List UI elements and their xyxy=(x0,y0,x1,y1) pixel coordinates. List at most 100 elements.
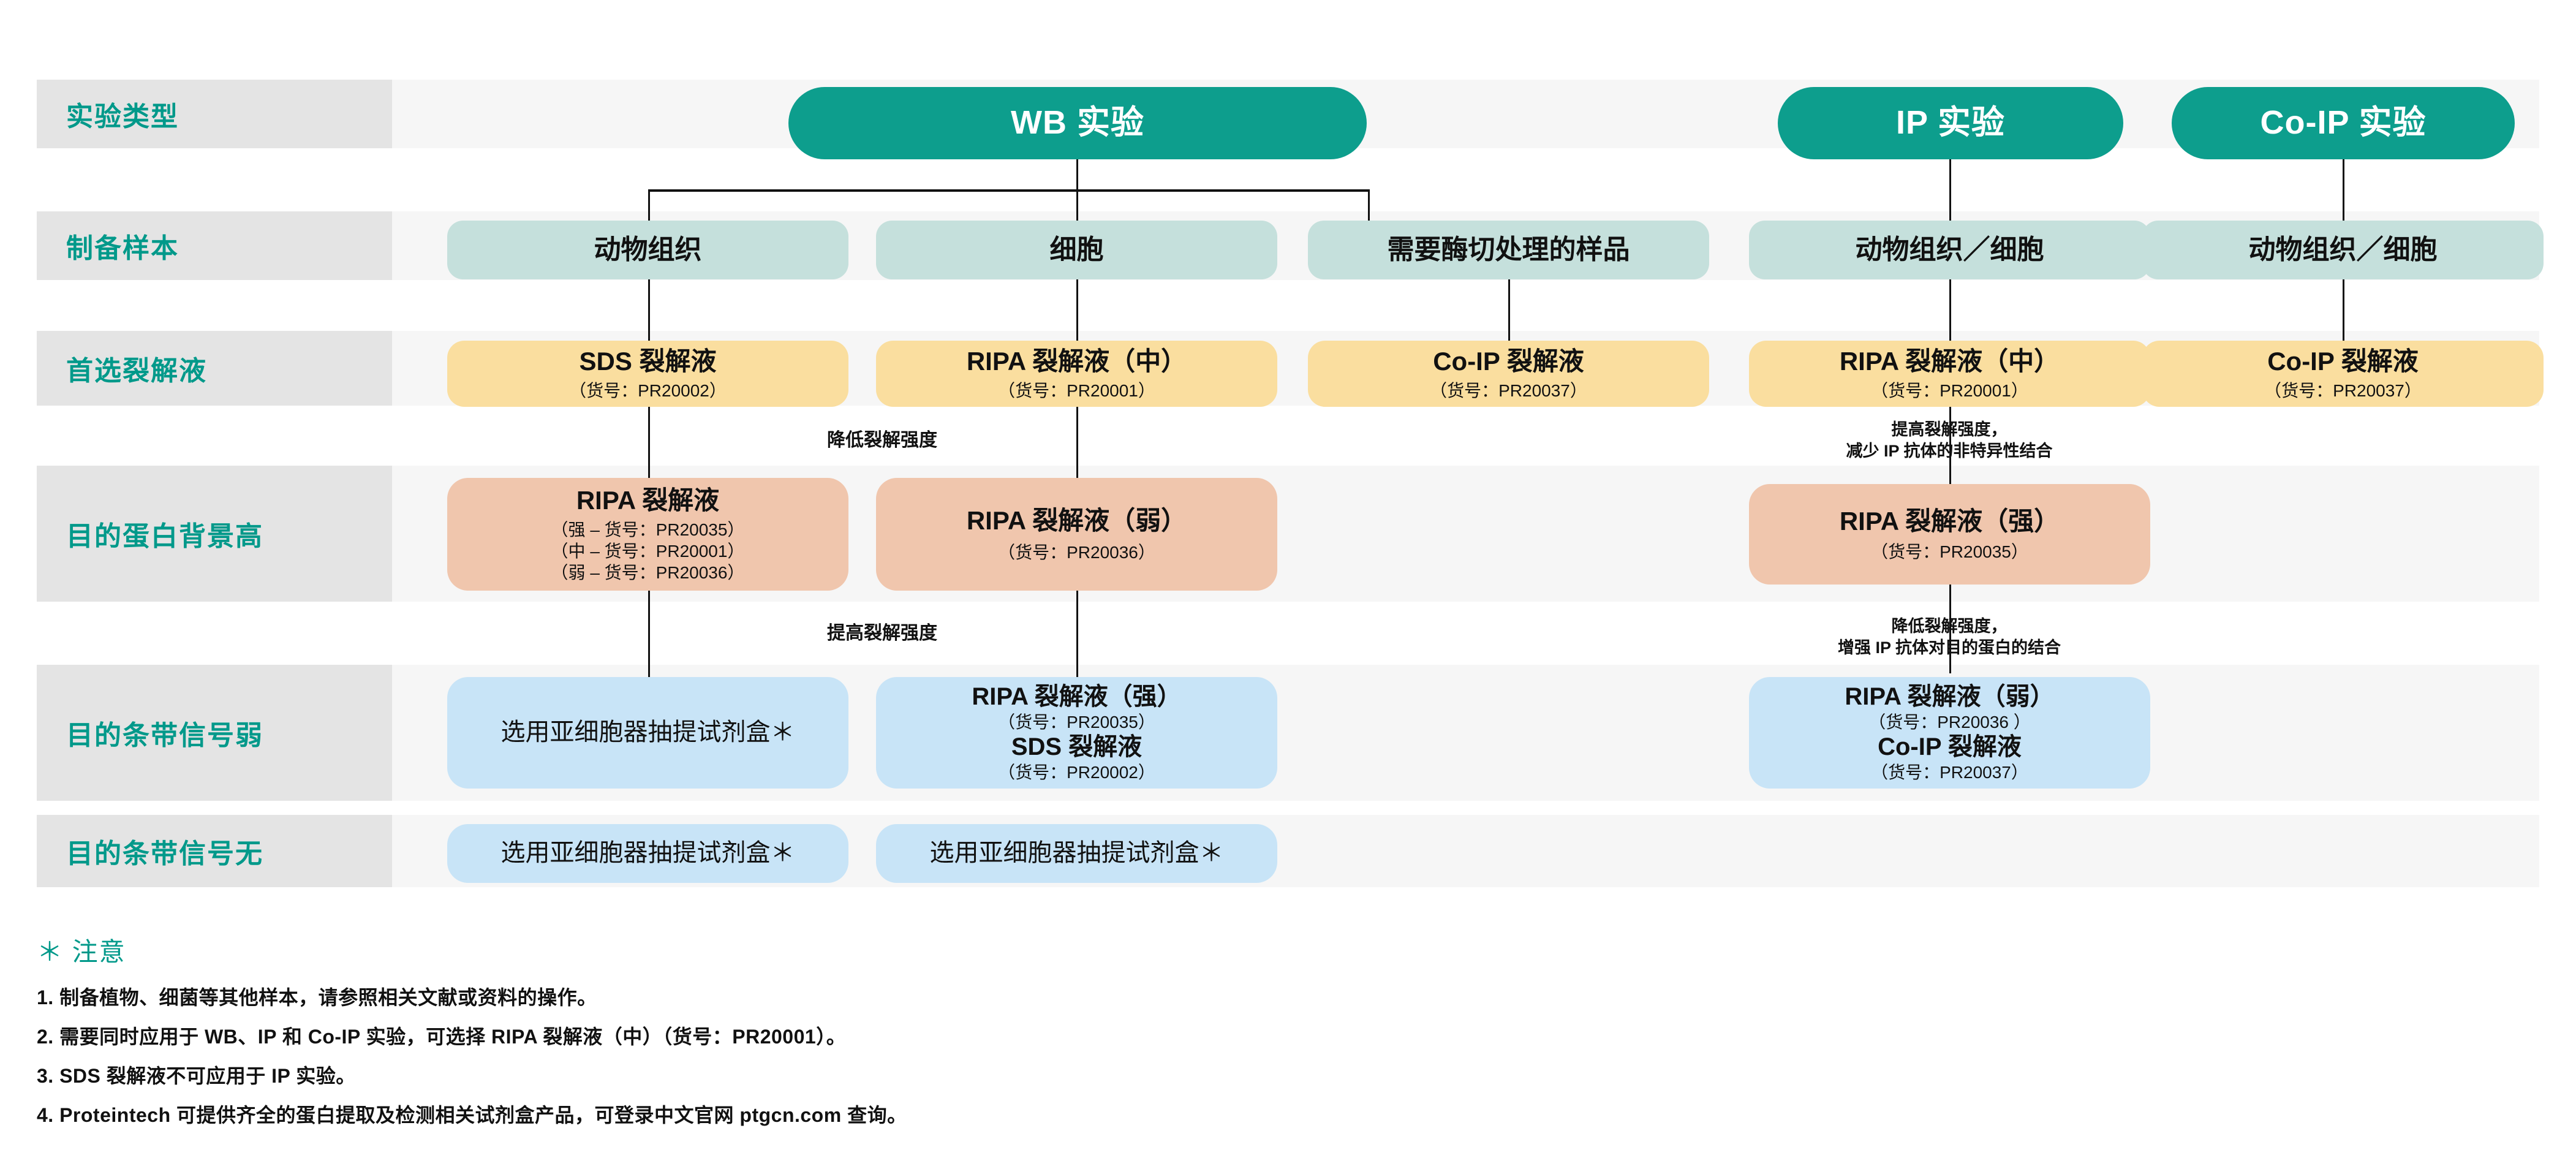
row-label-text: 实验类型 xyxy=(66,102,179,132)
lysis-title: Co-IP 裂解液 xyxy=(1433,347,1584,376)
connector-ip-sample-to-lysis xyxy=(1949,279,1951,343)
header-wb-experiment[interactable]: WB 实验 xyxy=(788,87,1367,159)
note-item-2: 2. 需要同时应用于 WB、IP 和 Co-IP 实验，可选择 RIPA 裂解液… xyxy=(37,1026,847,1048)
connector-wb-bus xyxy=(648,189,1370,192)
row-label-text: 目的蛋白背景高 xyxy=(66,521,263,551)
weakband-line-3: SDS 裂解液 xyxy=(1011,733,1143,760)
annotation-wb-raise-strength: 提高裂解强度 xyxy=(711,622,1054,645)
highbg-title: RIPA 裂解液 xyxy=(576,485,720,515)
weakband-line-3: Co-IP 裂解液 xyxy=(1878,733,2022,760)
notes-title: ＊ 注意 xyxy=(37,937,126,966)
header-coip-label: Co-IP 实验 xyxy=(2260,104,2427,142)
connector-wb-stem xyxy=(1076,159,1078,191)
sample-label: 动物组织 xyxy=(594,235,702,265)
connector-ip-bg-to-weak xyxy=(1949,585,1951,673)
annotation-ip-raise-strength: 提高裂解强度， 减少 IP 抗体的非特异性结合 xyxy=(1728,419,2171,461)
connector-wb-cell-bg-to-weak xyxy=(1076,591,1078,681)
note-item-4: 4. Proteintech 可提供齐全的蛋白提取及检测相关试剂盒产品，可登录中… xyxy=(37,1104,907,1126)
highbg-wb-tissue-ripa[interactable]: RIPA 裂解液 （强 – 货号：PR20035） （中 – 货号：PR2000… xyxy=(447,478,848,591)
header-ip-label: IP 实验 xyxy=(1895,104,2006,142)
row-label-text: 目的条带信号弱 xyxy=(66,721,263,751)
lysis-wb-cell-ripa-mid[interactable]: RIPA 裂解液（中） （货号：PR20001） xyxy=(876,341,1277,407)
weakband-ip-mix[interactable]: RIPA 裂解液（弱） （货号：PR20036 ） Co-IP 裂解液 （货号：… xyxy=(1749,677,2150,789)
connector-tissue-to-lysis xyxy=(648,279,650,343)
highbg-catalog-medium: （中 – 货号：PR20001） xyxy=(551,542,745,561)
weakband-line-1: RIPA 裂解液（弱） xyxy=(1845,683,2055,710)
header-ip-experiment[interactable]: IP 实验 xyxy=(1778,87,2123,159)
annotation-wb-lower-strength: 降低裂解强度 xyxy=(711,429,1054,452)
lysis-catalog: （货号：PR20037） xyxy=(2264,380,2422,400)
row-label-no-band: 目的条带信号无 xyxy=(37,815,421,887)
lysis-catalog: （货号：PR20037） xyxy=(1430,380,1587,400)
weakband-line-1: RIPA 裂解液（强） xyxy=(972,683,1182,710)
sample-ip-tissue-cell[interactable]: 动物组织／细胞 xyxy=(1749,221,2150,279)
highbg-catalog-weak: （弱 – 货号：PR20036） xyxy=(551,563,745,583)
highbg-wb-cell-ripa-weak[interactable]: RIPA 裂解液（弱） （货号：PR20036） xyxy=(876,478,1277,591)
noband-title: 选用亚细胞器抽提试剂盒＊ xyxy=(500,839,795,867)
lysis-wb-enzyme-coip[interactable]: Co-IP 裂解液 （货号：PR20037） xyxy=(1308,341,1709,407)
connector-wb-to-enzyme xyxy=(1368,189,1370,221)
connector-ip-lysis-to-bg xyxy=(1949,407,1951,486)
highbg-catalog: （货号：PR20035） xyxy=(1871,542,2028,562)
header-coip-experiment[interactable]: Co-IP 实验 xyxy=(2172,87,2515,159)
annotation-line-2: 减少 IP 抗体的非特异性结合 xyxy=(1846,441,2053,460)
noband-wb-tissue-kit[interactable]: 选用亚细胞器抽提试剂盒＊ xyxy=(447,824,848,883)
row-label-text: 首选裂解液 xyxy=(66,356,207,386)
lysis-catalog: （货号：PR20001） xyxy=(998,380,1155,400)
row-label-weak-band: 目的条带信号弱 xyxy=(37,665,421,801)
highbg-title: RIPA 裂解液（强） xyxy=(1839,506,2060,535)
notes-section: ＊ 注意 1. 制备植物、细菌等其他样本，请参照相关文献或资料的操作。 2. 需… xyxy=(37,931,2539,1139)
annotation-line-1: 降低裂解强度， xyxy=(1891,617,2008,635)
sample-cell[interactable]: 细胞 xyxy=(876,221,1277,279)
sample-label: 需要酶切处理的样品 xyxy=(1387,235,1630,265)
connector-wb-cell-lysis-to-bg xyxy=(1076,407,1078,480)
weakband-title: 选用亚细胞器抽提试剂盒＊ xyxy=(500,719,795,746)
highbg-ip-ripa-strong[interactable]: RIPA 裂解液（强） （货号：PR20035） xyxy=(1749,484,2150,585)
weakband-wb-cell-mix[interactable]: RIPA 裂解液（强） （货号：PR20035） SDS 裂解液 （货号：PR2… xyxy=(876,677,1277,789)
weakband-line-2: （货号：PR20036 ） xyxy=(1868,713,2031,732)
sample-label: 细胞 xyxy=(1049,235,1104,265)
weakband-line-2: （货号：PR20035） xyxy=(998,713,1155,732)
lysis-catalog: （货号：PR20002） xyxy=(569,380,727,400)
annotation-ip-lower-strength: 降低裂解强度， 增强 IP 抗体对目的蛋白的结合 xyxy=(1715,616,2183,658)
row-label-exp-type: 实验类型 xyxy=(37,80,421,148)
sample-animal-tissue[interactable]: 动物组织 xyxy=(447,221,848,279)
highbg-catalog: （货号：PR20036） xyxy=(998,543,1155,562)
connector-wb-tissue-lysis-to-bg xyxy=(648,407,650,480)
lysis-coip-coip[interactable]: Co-IP 裂解液 （货号：PR20037） xyxy=(2142,341,2544,407)
lysis-title: RIPA 裂解液（中） xyxy=(1839,347,2060,376)
connector-wb-to-cell xyxy=(1076,189,1078,221)
note-item-3: 3. SDS 裂解液不可应用于 IP 实验。 xyxy=(37,1065,356,1087)
lysis-ip-ripa-mid[interactable]: RIPA 裂解液（中） （货号：PR20001） xyxy=(1749,341,2150,407)
lysis-wb-tissue-sds[interactable]: SDS 裂解液 （货号：PR20002） xyxy=(447,341,848,407)
connector-cell-to-lysis xyxy=(1076,279,1078,343)
connector-coip-to-sample xyxy=(2343,159,2344,221)
highbg-catalog-strong: （强 – 货号：PR20035） xyxy=(551,520,745,540)
lysis-catalog: （货号：PR20001） xyxy=(1871,380,2028,400)
sample-label: 动物组织／细胞 xyxy=(2248,235,2438,265)
annotation-line-1: 提高裂解强度 xyxy=(827,623,937,643)
noband-title: 选用亚细胞器抽提试剂盒＊ xyxy=(929,839,1224,867)
lysis-title: Co-IP 裂解液 xyxy=(2267,347,2419,376)
lysis-title: RIPA 裂解液（中） xyxy=(966,347,1187,376)
weakband-wb-tissue-kit[interactable]: 选用亚细胞器抽提试剂盒＊ xyxy=(447,677,848,789)
note-item-1: 1. 制备植物、细菌等其他样本，请参照相关文献或资料的操作。 xyxy=(37,986,597,1009)
connector-coip-sample-to-lysis xyxy=(2343,279,2344,343)
sample-enzyme-treated[interactable]: 需要酶切处理的样品 xyxy=(1308,221,1709,279)
noband-wb-cell-kit[interactable]: 选用亚细胞器抽提试剂盒＊ xyxy=(876,824,1277,883)
connector-ip-to-sample xyxy=(1949,159,1951,221)
annotation-line-1: 降低裂解强度 xyxy=(827,430,937,450)
row-label-high-bg: 目的蛋白背景高 xyxy=(37,466,421,602)
row-label-first-lysis: 首选裂解液 xyxy=(37,331,421,406)
weakband-line-4: （货号：PR20037） xyxy=(1871,763,2028,782)
annotation-line-2: 增强 IP 抗体对目的蛋白的结合 xyxy=(1837,638,2061,657)
row-label-text: 制备样本 xyxy=(66,233,179,263)
weakband-line-4: （货号：PR20002） xyxy=(998,763,1155,782)
annotation-line-1: 提高裂解强度， xyxy=(1891,420,2008,439)
sample-coip-tissue-cell[interactable]: 动物组织／细胞 xyxy=(2142,221,2544,279)
connector-wb-to-tissue xyxy=(648,189,650,221)
row-label-text: 目的条带信号无 xyxy=(66,839,263,869)
header-wb-label: WB 实验 xyxy=(1011,104,1144,142)
highbg-title: RIPA 裂解液（弱） xyxy=(966,505,1187,535)
